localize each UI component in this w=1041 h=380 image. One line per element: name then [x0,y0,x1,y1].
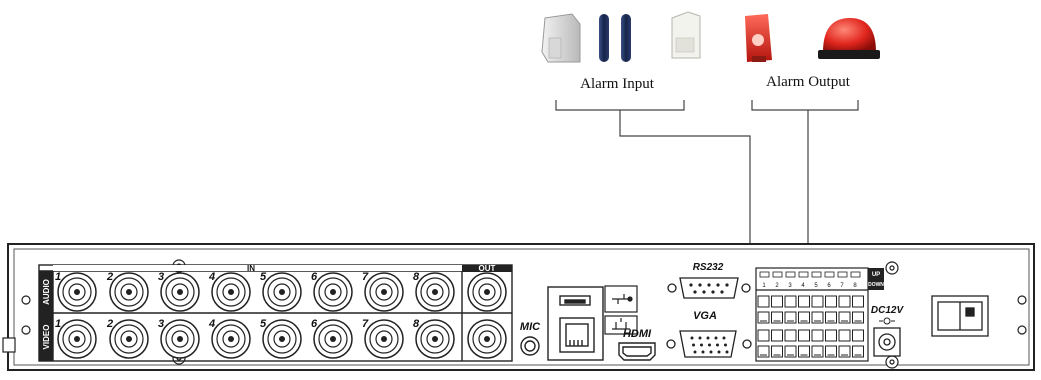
bnc-audio-1: 1 [55,271,97,312]
network-icon [604,315,638,335]
channel-number-audio: 7 [362,271,369,283]
up-label: UP [872,272,880,278]
bnc-video-1: 1 [55,318,97,359]
bnc-video-2: 2 [106,318,149,359]
channel-number-audio: 8 [413,271,420,283]
alarm-input-bracket [555,100,685,111]
vga-port [666,330,752,358]
channel-number-audio: 1 [55,271,61,283]
bnc-out-1 [467,272,507,312]
rs232-label: RS232 [693,262,724,273]
channel-number-video: 6 [311,318,318,330]
dc-power-jack [873,327,901,357]
hdmi-label: HDMI [623,328,652,340]
bnc-audio-8: 8 [413,271,455,312]
channel-number-audio: 3 [158,271,164,283]
pir-sensor-icon [541,13,581,63]
channel-number-video: 3 [158,318,164,330]
bnc-connectors: 1 2 3 4 5 6 7 8 1 2 3 4 5 6 7 8 [55,271,507,359]
bnc-video-6: 6 [311,318,353,359]
terminal-number: 3 [788,283,792,289]
alarm-input-label: Alarm Input [580,76,655,92]
channel-number-audio: 4 [208,271,215,283]
channel-number-audio: 6 [311,271,318,283]
bnc-video-8: 8 [413,318,455,359]
channel-number-video: 1 [55,318,61,330]
dc-polarity-icon [879,317,895,325]
bnc-video-7: 7 [362,318,404,359]
bnc-out-2 [467,319,507,359]
alarm-output-label: Alarm Output [766,74,851,90]
audio-label-bar [39,271,53,313]
bnc-audio-2: 2 [106,271,149,312]
beam-detector-icon [599,14,631,62]
bnc-video-5: 5 [260,318,302,359]
bnc-audio-5: 5 [260,271,302,312]
mic-jack [520,336,540,356]
video-label: VIDEO [42,325,51,350]
out-label-bar [462,265,512,272]
vga-pins [690,336,729,354]
terminal-number: 4 [801,283,805,289]
channel-number-video: 4 [208,318,215,330]
channel-number-audio: 5 [260,271,267,283]
audio-label: AUDIO [42,279,51,305]
channel-number-audio: 2 [106,271,113,283]
channel-number-video: 8 [413,318,420,330]
bnc-video-4: 4 [208,318,251,359]
terminal-number: 5 [814,283,818,289]
channel-number-video: 5 [260,318,267,330]
bnc-audio-4: 4 [208,271,251,312]
strobe-siren-icon [745,14,772,62]
out-label: OUT [479,264,496,273]
usb-icon [604,285,638,313]
terminal-number: 2 [775,283,779,289]
rs232-pins [689,283,729,294]
down-label: DOWN [868,282,884,288]
mic-label: MIC [520,321,541,333]
vga-label: VGA [693,310,717,322]
lan-usb-block [547,286,604,361]
up-down-bar [868,268,884,290]
in-label-band [53,265,462,271]
power-switch [931,295,989,337]
bnc-audio-6: 6 [311,271,353,312]
hdmi-port [618,342,656,361]
alarm-beacon-icon [818,18,880,59]
terminal-cells [757,295,864,358]
terminal-number: 8 [853,283,857,289]
video-label-bar [39,313,53,361]
terminal-number: 1 [762,283,766,289]
terminal-number: 6 [827,283,831,289]
terminal-number: 7 [840,283,844,289]
alarm-output-bracket [751,100,859,111]
terminal-top-numbers: 1 2 3 4 5 6 7 8 [759,271,861,289]
bnc-audio-3: 3 [158,271,200,312]
in-label: IN [247,264,255,273]
bnc-audio-7: 7 [362,271,404,312]
channel-number-video: 7 [362,318,369,330]
dc-label: DC12V [871,305,905,316]
gas-detector-icon [671,11,701,59]
channel-number-video: 2 [106,318,113,330]
bnc-video-3: 3 [158,318,200,359]
